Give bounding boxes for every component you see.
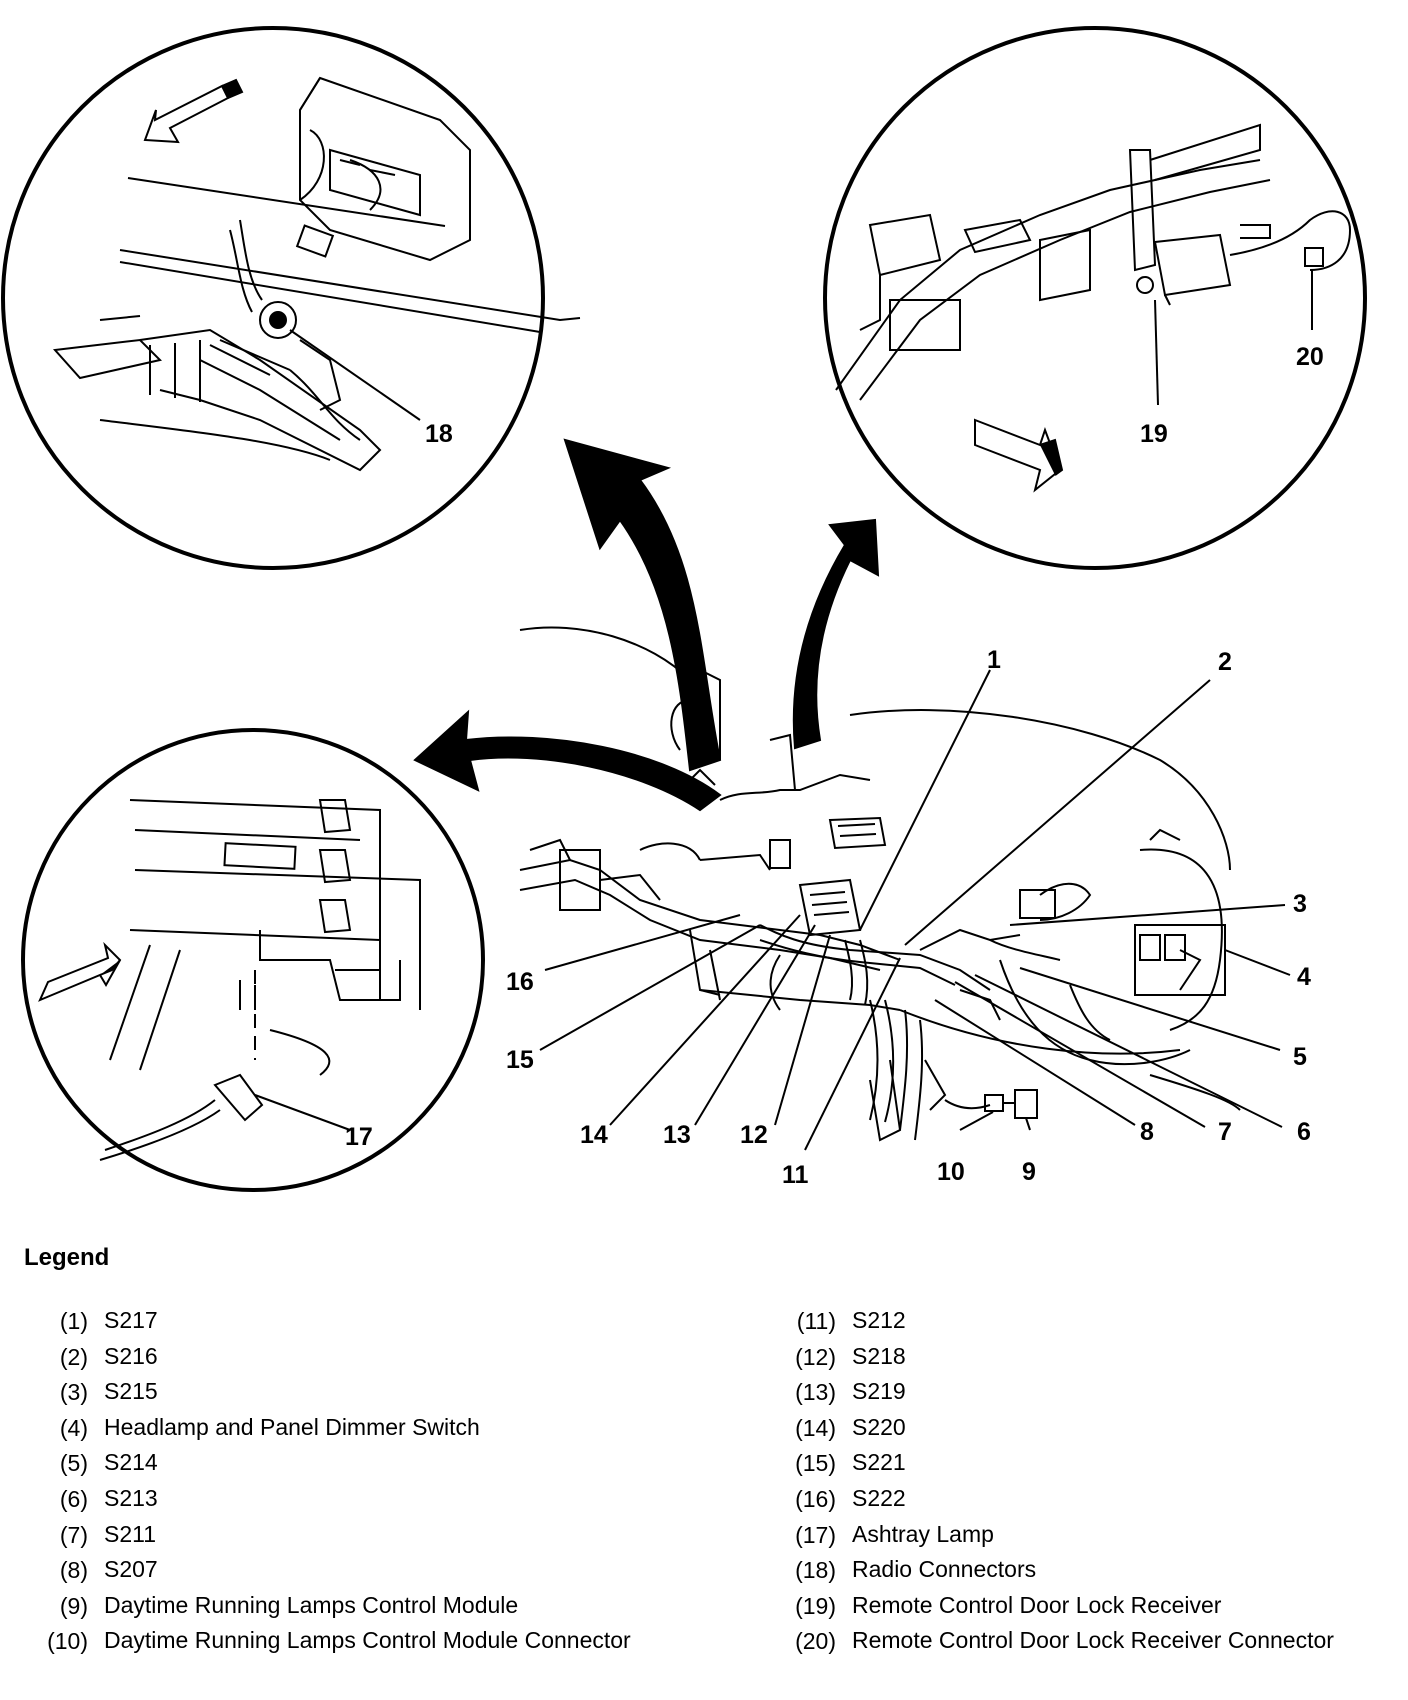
legend-item-label: Ashtray Lamp bbox=[852, 1520, 994, 1547]
callout-11: 11 bbox=[782, 1161, 809, 1189]
legend-item: (6) S213 bbox=[32, 1484, 672, 1520]
legend-item: (7) S211 bbox=[32, 1520, 672, 1556]
callout-5: 5 bbox=[1293, 1043, 1307, 1071]
legend-item-label: Daytime Running Lamps Control Module bbox=[104, 1591, 519, 1618]
legend-item-label: Remote Control Door Lock Receiver bbox=[852, 1591, 1222, 1618]
detail-view-ashtray bbox=[21, 728, 485, 1192]
callout-4: 4 bbox=[1297, 963, 1311, 991]
callout-arrows bbox=[413, 438, 880, 812]
legend: Legend (1) S217 (2) S216 (3) S215 (4) Headla… bbox=[0, 1244, 1408, 1700]
detail-view-door-lock bbox=[823, 26, 1367, 570]
legend-item-label: Headlamp and Panel Dimmer Switch bbox=[104, 1413, 480, 1440]
callout-1: 1 bbox=[987, 646, 1001, 674]
legend-item-number: (3) bbox=[59, 1379, 88, 1406]
legend-item: (3) S215 bbox=[32, 1377, 672, 1413]
legend-item-label: S218 bbox=[852, 1342, 906, 1369]
legend-item-label: S213 bbox=[104, 1484, 158, 1511]
wiring-diagram: 1 2 3 4 5 6 7 8 9 10 11 12 13 14 15 16 1… bbox=[1, 26, 1367, 1192]
legend-item: (9) Daytime Running Lamps Control Module bbox=[32, 1591, 672, 1627]
legend-item-label: S217 bbox=[104, 1307, 158, 1333]
legend-item-label: Daytime Running Lamps Control Module Con… bbox=[104, 1627, 631, 1654]
legend-item-number: (8) bbox=[59, 1557, 88, 1584]
legend-item: (20) Remote Control Door Lock Receiver Co… bbox=[780, 1626, 1380, 1662]
legend-item-label: S207 bbox=[104, 1556, 158, 1583]
legend-item-label: S222 bbox=[852, 1484, 906, 1511]
callout-16: 16 bbox=[506, 968, 534, 996]
legend-item: (11) S212 bbox=[780, 1306, 1408, 1342]
legend-item: (13) S219 bbox=[780, 1377, 1408, 1413]
legend-item-number: (16) bbox=[795, 1485, 836, 1512]
legend-item-label: S219 bbox=[852, 1378, 906, 1405]
legend-item: (18) Radio Connectors bbox=[780, 1555, 1408, 1591]
legend-item-label: S212 bbox=[852, 1307, 906, 1333]
callout-6: 6 bbox=[1297, 1118, 1311, 1146]
legend-item-number: (7) bbox=[59, 1521, 88, 1548]
legend-item-label: Remote Control Door Lock Receiver Connec… bbox=[852, 1627, 1334, 1654]
legend-item-number: (15) bbox=[795, 1450, 836, 1477]
legend-item: (17) Ashtray Lamp bbox=[780, 1520, 1408, 1556]
legend-title: Legend bbox=[24, 1244, 110, 1271]
callout-17: 17 bbox=[345, 1123, 373, 1151]
callout-2: 2 bbox=[1218, 648, 1232, 676]
callout-19: 19 bbox=[1140, 420, 1168, 448]
legend-item: (8) S207 bbox=[32, 1555, 672, 1591]
legend-item: (2) S216 bbox=[32, 1342, 672, 1378]
legend-item-number: (17) bbox=[795, 1521, 836, 1548]
main-harness-view bbox=[519, 626, 1241, 1142]
legend-item: (10) Daytime Running Lamps Control Module… bbox=[32, 1626, 652, 1662]
legend-item-number: (1) bbox=[59, 1308, 88, 1334]
legend-item-label: Radio Connectors bbox=[852, 1556, 1037, 1583]
legend-item-label: S216 bbox=[104, 1342, 158, 1369]
legend-item-number: (12) bbox=[795, 1343, 836, 1370]
legend-item-number: (9) bbox=[59, 1592, 88, 1619]
callout-18: 18 bbox=[425, 420, 453, 448]
legend-item-number: (5) bbox=[59, 1450, 88, 1477]
legend-item-number: (2) bbox=[59, 1343, 88, 1370]
legend-item: (5) S214 bbox=[32, 1448, 672, 1484]
legend-item-number: (11) bbox=[796, 1308, 836, 1334]
legend-item-number: (20) bbox=[795, 1628, 836, 1655]
legend-item-label: S211 bbox=[104, 1520, 157, 1547]
legend-item-number: (14) bbox=[795, 1414, 836, 1441]
legend-item-number: (13) bbox=[795, 1379, 836, 1406]
legend-item-label: S215 bbox=[104, 1378, 158, 1405]
legend-item-number: (19) bbox=[795, 1592, 836, 1619]
legend-item-number: (4) bbox=[59, 1414, 88, 1441]
legend-item: (14) S220 bbox=[780, 1413, 1408, 1449]
legend-column-left: (1) S217 (2) S216 (3) S215 (4) Headlamp and … bbox=[32, 1306, 672, 1662]
callout-7: 7 bbox=[1218, 1118, 1232, 1146]
legend-item-number: (18) bbox=[795, 1557, 836, 1584]
callout-labels: 1 2 3 4 5 6 7 8 9 10 11 12 13 14 15 16 1… bbox=[345, 343, 1324, 1189]
legend-item: (16) S222 bbox=[780, 1484, 1408, 1520]
callout-10: 10 bbox=[937, 1158, 965, 1186]
callout-15: 15 bbox=[506, 1046, 534, 1074]
legend-item: (1) S217 bbox=[32, 1306, 672, 1342]
legend-item-label: S220 bbox=[852, 1413, 906, 1440]
legend-item-label: S221 bbox=[852, 1449, 906, 1476]
legend-item: (15) S221 bbox=[780, 1448, 1408, 1484]
leader-lines bbox=[539, 669, 1291, 1151]
legend-item-number: (6) bbox=[59, 1485, 88, 1512]
legend-column-right: (11) S212 (12) S218 (13) S219 (14) S220 (15)… bbox=[780, 1306, 1408, 1662]
legend-item: (4) Headlamp and Panel Dimmer Switch bbox=[32, 1413, 672, 1449]
callout-20: 20 bbox=[1296, 343, 1324, 371]
callout-9: 9 bbox=[1022, 1158, 1036, 1186]
legend-item: (19) Remote Control Door Lock Receiver bbox=[780, 1591, 1408, 1627]
detail-view-radio bbox=[1, 26, 581, 570]
legend-item: (12) S218 bbox=[780, 1342, 1408, 1378]
callout-3: 3 bbox=[1293, 890, 1307, 918]
callout-12: 12 bbox=[740, 1121, 768, 1149]
callout-8: 8 bbox=[1140, 1118, 1154, 1146]
legend-item-label: S214 bbox=[104, 1449, 158, 1476]
legend-item-number: (10) bbox=[47, 1628, 88, 1655]
callout-13: 13 bbox=[663, 1121, 691, 1149]
callout-14: 14 bbox=[580, 1121, 608, 1149]
